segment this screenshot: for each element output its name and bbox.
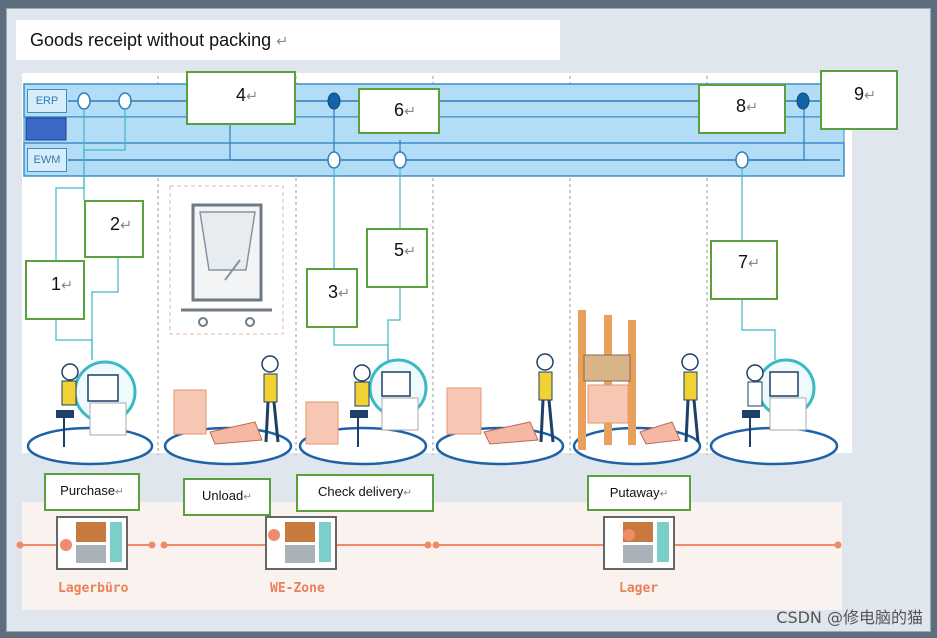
step-box-8: 8↵ bbox=[698, 84, 786, 134]
office-worker-purchase bbox=[56, 360, 137, 447]
erp-label: ERP bbox=[27, 89, 67, 113]
office-worker-check bbox=[350, 358, 428, 447]
zone-icon-lager bbox=[603, 516, 675, 570]
warehouse-rack-putaway bbox=[578, 310, 700, 450]
step-box-1: 1↵ bbox=[25, 260, 85, 320]
step-box-5: 5↵ bbox=[366, 228, 428, 288]
office-worker-final bbox=[742, 358, 816, 447]
activity-unload: Unload↵ bbox=[183, 478, 271, 516]
step-box-3: 3↵ bbox=[306, 268, 358, 328]
warehouse-worker-check bbox=[305, 401, 339, 445]
step-box-2: 2↵ bbox=[84, 200, 144, 258]
zone-area bbox=[22, 502, 842, 610]
activity-purchase: Purchase↵ bbox=[44, 473, 140, 511]
step-box-7: 7↵ bbox=[710, 240, 778, 300]
activity-check-delivery: Check delivery↵ bbox=[296, 474, 434, 512]
activity-putaway: Putaway↵ bbox=[587, 475, 691, 511]
diagram-title: Goods receipt without packing ↵ bbox=[30, 30, 289, 50]
step-box-6: 6↵ bbox=[358, 88, 440, 134]
zone-label-we-zone: WE-Zone bbox=[270, 581, 325, 596]
platforms bbox=[26, 426, 839, 466]
step-box-4: 4↵ bbox=[186, 71, 296, 125]
zone-timeline bbox=[16, 516, 842, 570]
title-box: Goods receipt without packing ↵ bbox=[16, 20, 560, 60]
zone-icon-lagerburo bbox=[56, 516, 128, 570]
zone-label-lager: Lager bbox=[619, 581, 659, 596]
connector-lines bbox=[55, 109, 776, 360]
watermark: CSDN @修电脑的猫 bbox=[776, 608, 923, 627]
step-box-9: 9↵ bbox=[820, 70, 898, 130]
zone-icon-we-zone bbox=[265, 516, 337, 570]
warehouse-worker-move bbox=[446, 353, 555, 445]
warehouse-worker-unload bbox=[173, 355, 280, 445]
zone-label-lagerburo: Lagerbüro bbox=[58, 581, 129, 596]
flow-nodes bbox=[77, 92, 810, 169]
truck-illustration bbox=[169, 185, 284, 335]
ewm-label: EWM bbox=[27, 148, 67, 172]
